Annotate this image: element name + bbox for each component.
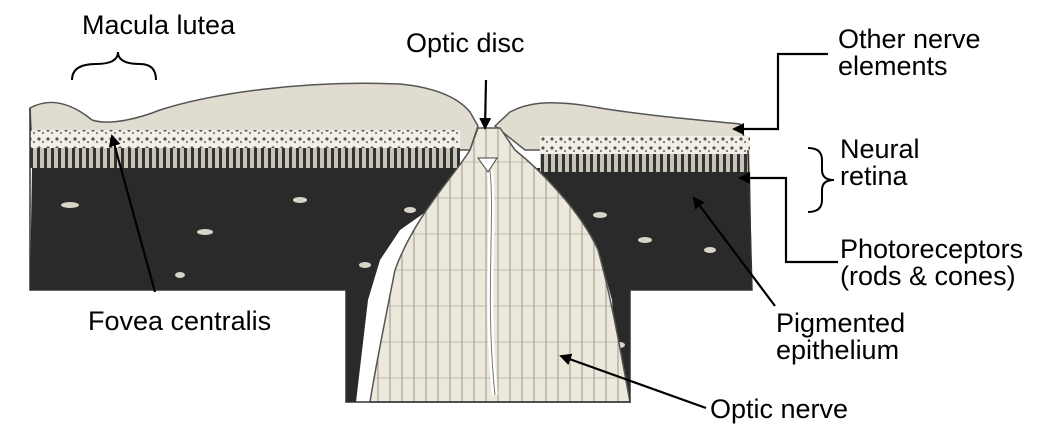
label-neural-retina: Neural retina: [840, 136, 920, 190]
label-other-nerve-elements: Other nerve elements: [838, 26, 981, 80]
retina-cell-layer-right: [540, 136, 750, 154]
label-optic-disc: Optic disc: [406, 30, 525, 57]
label-pigmented-epithelium: Pigmented epithelium: [776, 310, 905, 364]
neural-retina-brace: [808, 148, 834, 212]
photoreceptor-layer-right: [540, 154, 750, 172]
photoreceptors-arrow: [740, 178, 838, 262]
label-fovea-centralis: Fovea centralis: [88, 308, 271, 335]
label-optic-nerve: Optic nerve: [710, 396, 848, 423]
photoreceptor-layer-left: [30, 148, 460, 168]
macula-brace: [72, 52, 156, 80]
label-macula-lutea: Macula lutea: [82, 12, 235, 39]
other-nerve-arrow: [734, 54, 828, 129]
retina-cell-layer-left: [30, 130, 460, 148]
label-photoreceptors: Photoreceptors (rods & cones): [840, 236, 1023, 290]
optic-disc-arrow: [485, 80, 486, 128]
